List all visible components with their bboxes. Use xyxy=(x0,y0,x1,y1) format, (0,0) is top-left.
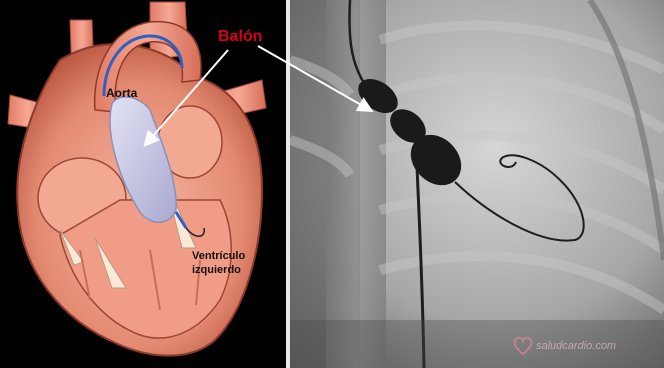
watermark-text: saludcardio.com xyxy=(536,340,616,352)
xray-image xyxy=(290,0,664,368)
heart-logo-icon xyxy=(512,336,534,356)
balloon-label: Balón xyxy=(218,28,262,46)
left-ventricle-label: Ventrículo izquierdo xyxy=(192,249,245,277)
ventricle-label-line1: Ventrículo xyxy=(192,249,245,263)
xray-drawing xyxy=(290,0,664,368)
ventricle-label-line2: izquierdo xyxy=(192,263,245,277)
watermark: saludcardio.com xyxy=(512,336,644,358)
heart-illustration xyxy=(0,0,286,368)
heart-drawing xyxy=(0,0,286,368)
aorta-label: Aorta xyxy=(106,86,137,100)
